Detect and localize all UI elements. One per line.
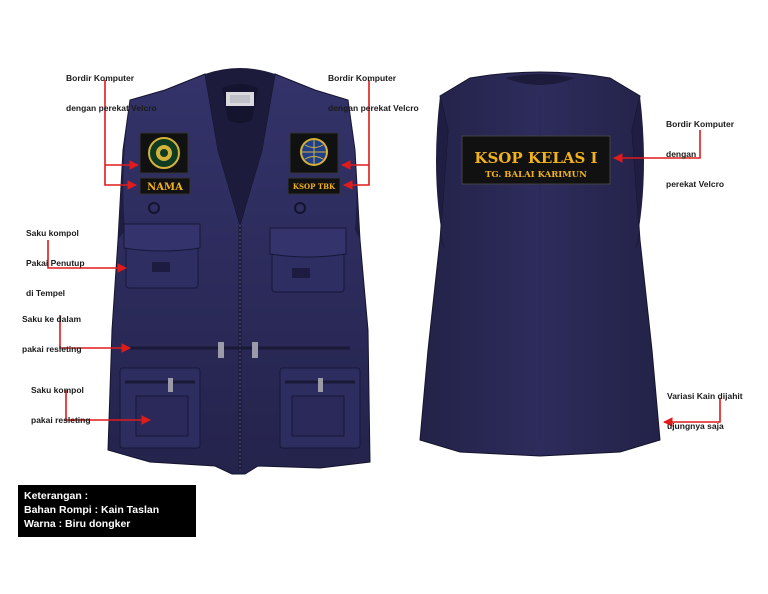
right-tag-text: KSOP TBK <box>293 182 336 191</box>
callout-arrows <box>47 80 721 427</box>
callout-lower-pocket: Saku kompol pakai resleting <box>31 385 91 425</box>
legend-title: Keterangan : <box>24 490 89 502</box>
front-vest: NAMA KSOP TBK <box>107 68 371 475</box>
legend-material: Bahan Rompi : Kain Taslan <box>24 504 160 516</box>
callout-inner-pocket: Saku ke dalam pakai resleting <box>22 314 82 354</box>
right-emblem-patch <box>289 132 339 174</box>
callout-front-left-patch: Bordir Komputer dengan perekat Velcro <box>66 73 157 113</box>
callout-fabric-variation: Variasi Kain dijahit ujungnya saja <box>667 391 743 431</box>
back-patch-line2: TG. BALAI KARIMUN <box>485 170 587 180</box>
right-tag-patch: KSOP TBK <box>287 177 341 195</box>
chest-pocket-left <box>123 223 201 289</box>
name-tag-patch: NAMA <box>139 177 191 195</box>
name-tag-text: NAMA <box>147 182 183 193</box>
lower-pocket-right <box>279 367 361 449</box>
legend-box: Keterangan : Bahan Rompi : Kain Taslan W… <box>18 485 196 537</box>
back-patch-line1: KSOP KELAS I <box>474 149 597 167</box>
back-name-patch: KSOP KELAS I TG. BALAI KARIMUN <box>461 135 611 185</box>
legend-color: Warna : Biru dongker <box>24 518 131 530</box>
back-vest: KSOP KELAS I TG. BALAI KARIMUN <box>419 71 661 457</box>
callout-back-patch: Bordir Komputer dengan perekat Velcro <box>666 119 734 189</box>
callout-chest-pocket: Saku kompol Pakai Penutup di Tempel <box>26 228 85 298</box>
left-emblem-patch <box>139 132 189 174</box>
lower-pocket-left <box>119 367 201 449</box>
chest-pocket-right <box>269 227 347 293</box>
callout-front-right-patch: Bordir Komputer dengan perekat Velcro <box>328 73 419 113</box>
